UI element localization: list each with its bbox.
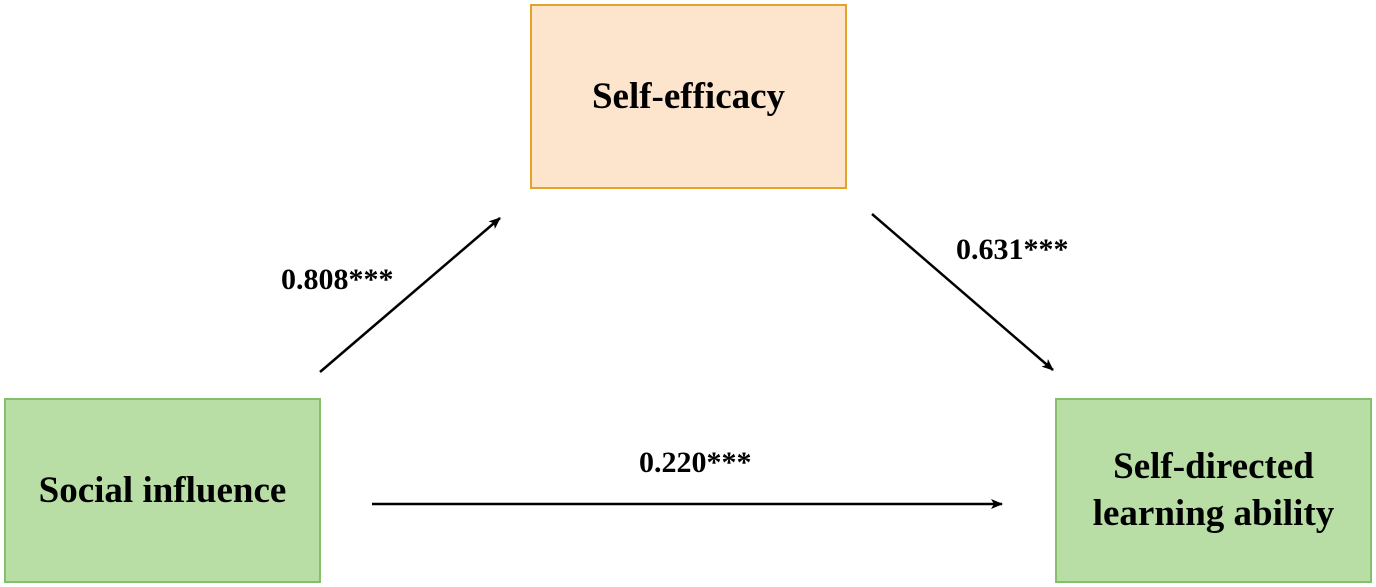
path-a-coefficient: 0.808*** [281,263,394,296]
path-c-coefficient: 0.220*** [639,446,752,479]
arrow-self-efficacy-to-self-directed-learning [871,213,1054,371]
path-b-coefficient: 0.631*** [956,233,1069,266]
social-influence-box: Social influence [4,398,321,583]
self-efficacy-label: Self-efficacy [591,76,786,117]
dependent-label-line-1: Self-directed [1113,446,1314,488]
arrow-social-influence-to-self-efficacy [319,217,501,373]
dependent-label-line-2: learning ability [1092,492,1335,534]
self-efficacy-box: Self-efficacy [530,4,847,189]
social-influence-label: Social influence [38,470,287,511]
self-directed-learning-ability-box: Self-directed learning ability [1055,398,1372,583]
self-directed-learning-ability-label: Self-directed learning ability [1093,444,1335,537]
